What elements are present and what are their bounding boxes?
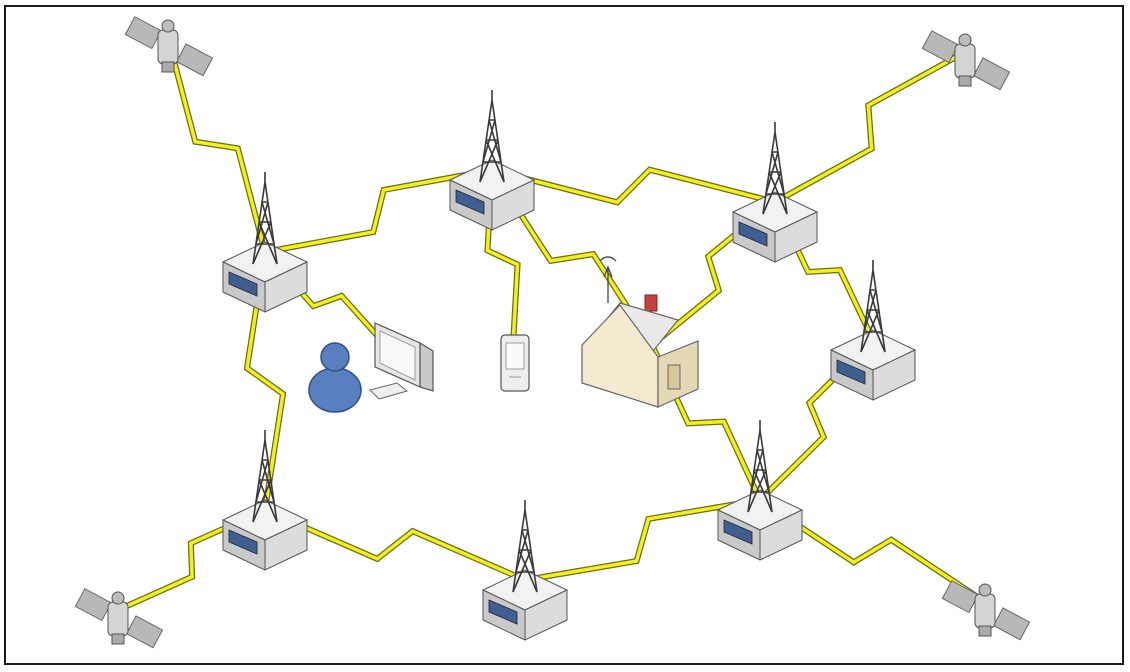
wireless-link [243, 251, 287, 511]
wireless-link [165, 37, 268, 253]
base-station-tower-icon [829, 260, 917, 401]
base-station-tower-icon [221, 430, 309, 571]
base-station-tower-icon [731, 122, 819, 263]
satellite-icon [74, 588, 164, 649]
mobile-phone-icon [500, 334, 530, 392]
house-icon [581, 256, 699, 408]
satellite-icon [921, 30, 1011, 91]
user-computer-icon [308, 322, 434, 413]
wireless-link [758, 497, 987, 605]
wireless-link [524, 497, 761, 583]
wireless-link [264, 167, 493, 255]
base-station-tower-icon [716, 420, 804, 561]
wireless-link [263, 507, 527, 583]
wireless-link [773, 49, 967, 205]
nodes-layer [74, 16, 1031, 649]
base-station-tower-icon [448, 90, 536, 231]
base-station-tower-icon [221, 172, 309, 313]
wireless-link [491, 166, 776, 206]
satellite-icon [124, 16, 214, 77]
satellite-icon [941, 580, 1031, 641]
base-station-tower-icon [481, 500, 569, 641]
